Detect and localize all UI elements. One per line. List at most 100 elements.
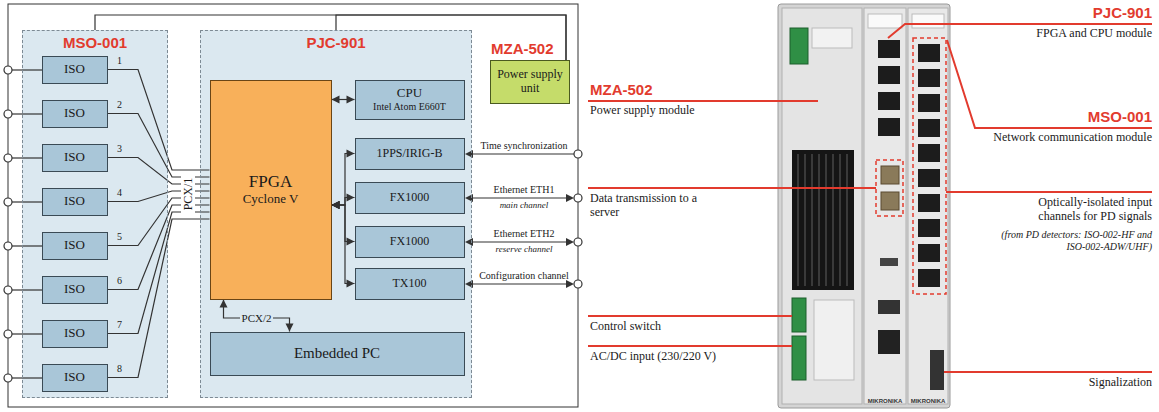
input-wire xyxy=(12,113,42,114)
device-photo xyxy=(918,169,940,187)
module-group: MSO-001ISOISOISOISOISOISOISOISO xyxy=(22,30,168,398)
device-photo xyxy=(908,8,948,404)
node-text: ISO xyxy=(64,194,85,209)
device-photo xyxy=(812,28,852,48)
edge-label: 7 xyxy=(115,319,124,330)
input-wire xyxy=(12,377,42,378)
device-photo xyxy=(790,28,808,64)
device-photo xyxy=(878,92,900,110)
callout-text: Signalization xyxy=(1089,376,1152,390)
arrow-head xyxy=(347,238,355,246)
device-photo xyxy=(778,4,950,408)
interface-block: TX100 xyxy=(355,268,465,300)
leader-line xyxy=(588,345,792,347)
edge-label: 1 xyxy=(115,55,124,66)
input-wire xyxy=(4,110,12,118)
module-name: MSO-001 xyxy=(23,34,167,51)
node-text: ISO xyxy=(64,370,85,385)
edge-label: 2 xyxy=(115,99,124,110)
leader-line xyxy=(947,40,1152,128)
connector xyxy=(95,15,566,60)
module-group: PJC-901FPGACyclone VCPUIntel Atom E660T1… xyxy=(200,30,472,398)
edge-label: 3 xyxy=(115,143,124,154)
arrow-head xyxy=(566,194,574,202)
edge-label: 4 xyxy=(115,187,124,198)
device-photo xyxy=(797,154,799,286)
connector xyxy=(332,96,355,104)
signal-label: Time synchronization xyxy=(472,140,576,152)
connector xyxy=(332,201,355,246)
isolator-block: ISO xyxy=(42,364,108,392)
device-photo xyxy=(918,144,940,162)
signal-label: Configuration channel xyxy=(472,270,576,282)
device-photo xyxy=(930,350,944,390)
input-wire xyxy=(4,66,42,382)
connector-line xyxy=(108,114,210,178)
module-name: PJC-901 xyxy=(201,34,471,51)
connector-line xyxy=(108,219,210,378)
node-text: FX1000 xyxy=(390,235,429,249)
fpga-block: FPGACyclone V xyxy=(210,80,332,300)
arrow-head xyxy=(220,300,228,308)
input-wire xyxy=(12,157,42,158)
brand-label: MIKRONIKA xyxy=(907,398,949,404)
device-photo xyxy=(918,94,940,112)
isolator-block: ISO xyxy=(42,100,108,128)
device-photo xyxy=(778,4,950,408)
node-text: Intel Atom E660T xyxy=(373,101,446,113)
interface-block: 1PPS/IRIG-B xyxy=(355,138,465,170)
connector-line xyxy=(108,205,210,290)
external-wire xyxy=(574,150,582,158)
node-text: ISO xyxy=(64,62,85,77)
device-photo xyxy=(878,40,900,58)
connector-line xyxy=(108,70,210,171)
input-wire xyxy=(4,198,12,206)
connector xyxy=(220,300,294,332)
external-wire xyxy=(470,153,574,154)
device-photo xyxy=(792,336,806,380)
input-wire xyxy=(4,242,12,250)
arrow-head xyxy=(332,96,340,104)
callout-text: Network communication module xyxy=(993,131,1152,145)
external-wire xyxy=(574,194,582,202)
leader-line xyxy=(946,191,1152,193)
node-text: TX100 xyxy=(393,277,427,291)
device-photo xyxy=(918,44,940,62)
device-photo xyxy=(814,300,854,380)
connector-line xyxy=(224,300,290,332)
arrow-head xyxy=(347,150,355,158)
callout-title: MZA-502 xyxy=(590,81,653,98)
node-text: ISO xyxy=(64,326,85,341)
callout-text: FPGA and CPU module xyxy=(1036,27,1152,41)
edge-label: 5 xyxy=(115,231,124,242)
isolator-block: ISO xyxy=(42,232,108,260)
input-wire xyxy=(12,201,42,202)
device-photo xyxy=(868,14,902,28)
module-name: MZA-502 xyxy=(491,40,554,57)
device-photo xyxy=(918,194,940,212)
connector xyxy=(336,15,566,60)
external-wire xyxy=(574,238,582,246)
device-photo xyxy=(881,166,899,184)
node-text: Cyclone V xyxy=(243,192,299,207)
input-wire xyxy=(4,154,12,162)
signal-label: Ethernet ETH2 xyxy=(472,228,576,240)
arrow-head xyxy=(332,201,340,209)
callout-title: PJC-901 xyxy=(1093,4,1152,21)
connector xyxy=(108,219,210,378)
interface-block: FX1000 xyxy=(355,182,465,214)
device-photo xyxy=(846,154,848,286)
connector-line xyxy=(95,15,566,60)
group-fill xyxy=(22,30,472,398)
input-wire xyxy=(4,374,12,382)
power-supply-block: MZA-502Power supply unit xyxy=(490,60,570,104)
group-fill xyxy=(22,30,168,398)
diagram-frame xyxy=(8,4,578,407)
callout-title: MSO-001 xyxy=(1088,108,1152,125)
edge-label: PCX/2 xyxy=(240,312,274,324)
arrow-head xyxy=(566,238,574,246)
input-wire xyxy=(12,289,42,290)
input-wire xyxy=(12,245,42,246)
node-text: 1PPS/IRIG-B xyxy=(376,147,442,161)
